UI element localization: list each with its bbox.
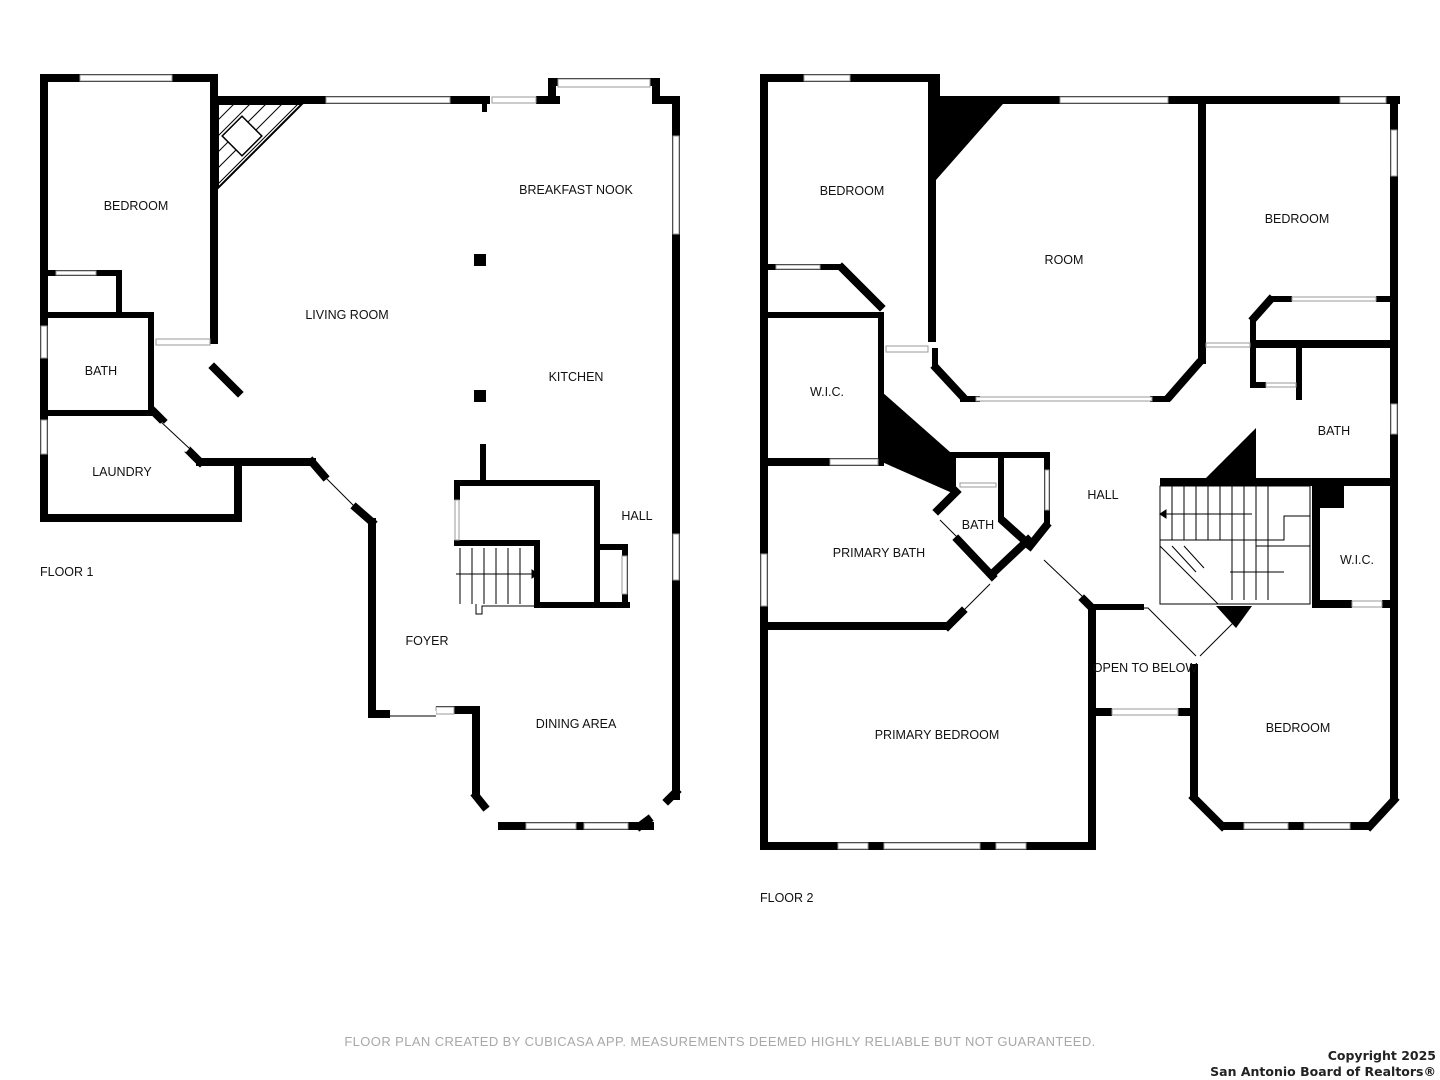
floor-2-label: FLOOR 2 [760, 891, 814, 905]
room-label-breakfast-nook: BREAKFAST NOOK [519, 183, 633, 197]
room-label-bedroom-ne: BEDROOM [1265, 212, 1330, 226]
room-label-hall: HALL [621, 509, 652, 523]
copyright-owner: San Antonio Board of Realtors® [1210, 1064, 1436, 1079]
room-label-bath-center: BATH [962, 518, 994, 532]
room-label-wic-right: W.I.C. [1340, 553, 1374, 567]
floor-1-label: FLOOR 1 [40, 565, 94, 579]
floor-2-plan: BEDROOM ROOM BEDROOM W.I.C. BATH HALL BA… [760, 74, 1400, 905]
room-label-dining-area: DINING AREA [536, 717, 617, 731]
room-label-laundry: LAUNDRY [92, 465, 152, 479]
copyright-notice: Copyright 2025 San Antonio Board of Real… [1210, 1048, 1436, 1080]
disclaimer-text: FLOOR PLAN CREATED BY CUBICASA APP. MEAS… [344, 1034, 1096, 1049]
room-label-primary-bedroom: PRIMARY BEDROOM [875, 728, 1000, 742]
room-label-room: ROOM [1045, 253, 1084, 267]
room-label-living-room: LIVING ROOM [305, 308, 388, 322]
room-label-kitchen: KITCHEN [549, 370, 604, 384]
room-label-hall-floor-2: HALL [1087, 488, 1118, 502]
floor-1-plan: BEDROOM BATH LAUNDRY LIVING ROOM BREAKFA… [40, 74, 682, 832]
stairs-floor-1 [456, 548, 539, 615]
room-label-open-to-below: OPEN TO BELOW [1093, 661, 1198, 675]
stairs-floor-2 [1159, 485, 1311, 605]
room-label-wic-left: W.I.C. [810, 385, 844, 399]
fireplace [217, 103, 305, 191]
room-label-bath-right: BATH [1318, 424, 1350, 438]
room-label-foyer: FOYER [405, 634, 448, 648]
room-label-primary-bath: PRIMARY BATH [833, 546, 925, 560]
room-label-bath: BATH [85, 364, 117, 378]
copyright-year: Copyright 2025 [1327, 1048, 1436, 1063]
room-label-bedroom: BEDROOM [104, 199, 169, 213]
room-label-bedroom-se: BEDROOM [1266, 721, 1331, 735]
room-label-bedroom-nw: BEDROOM [820, 184, 885, 198]
